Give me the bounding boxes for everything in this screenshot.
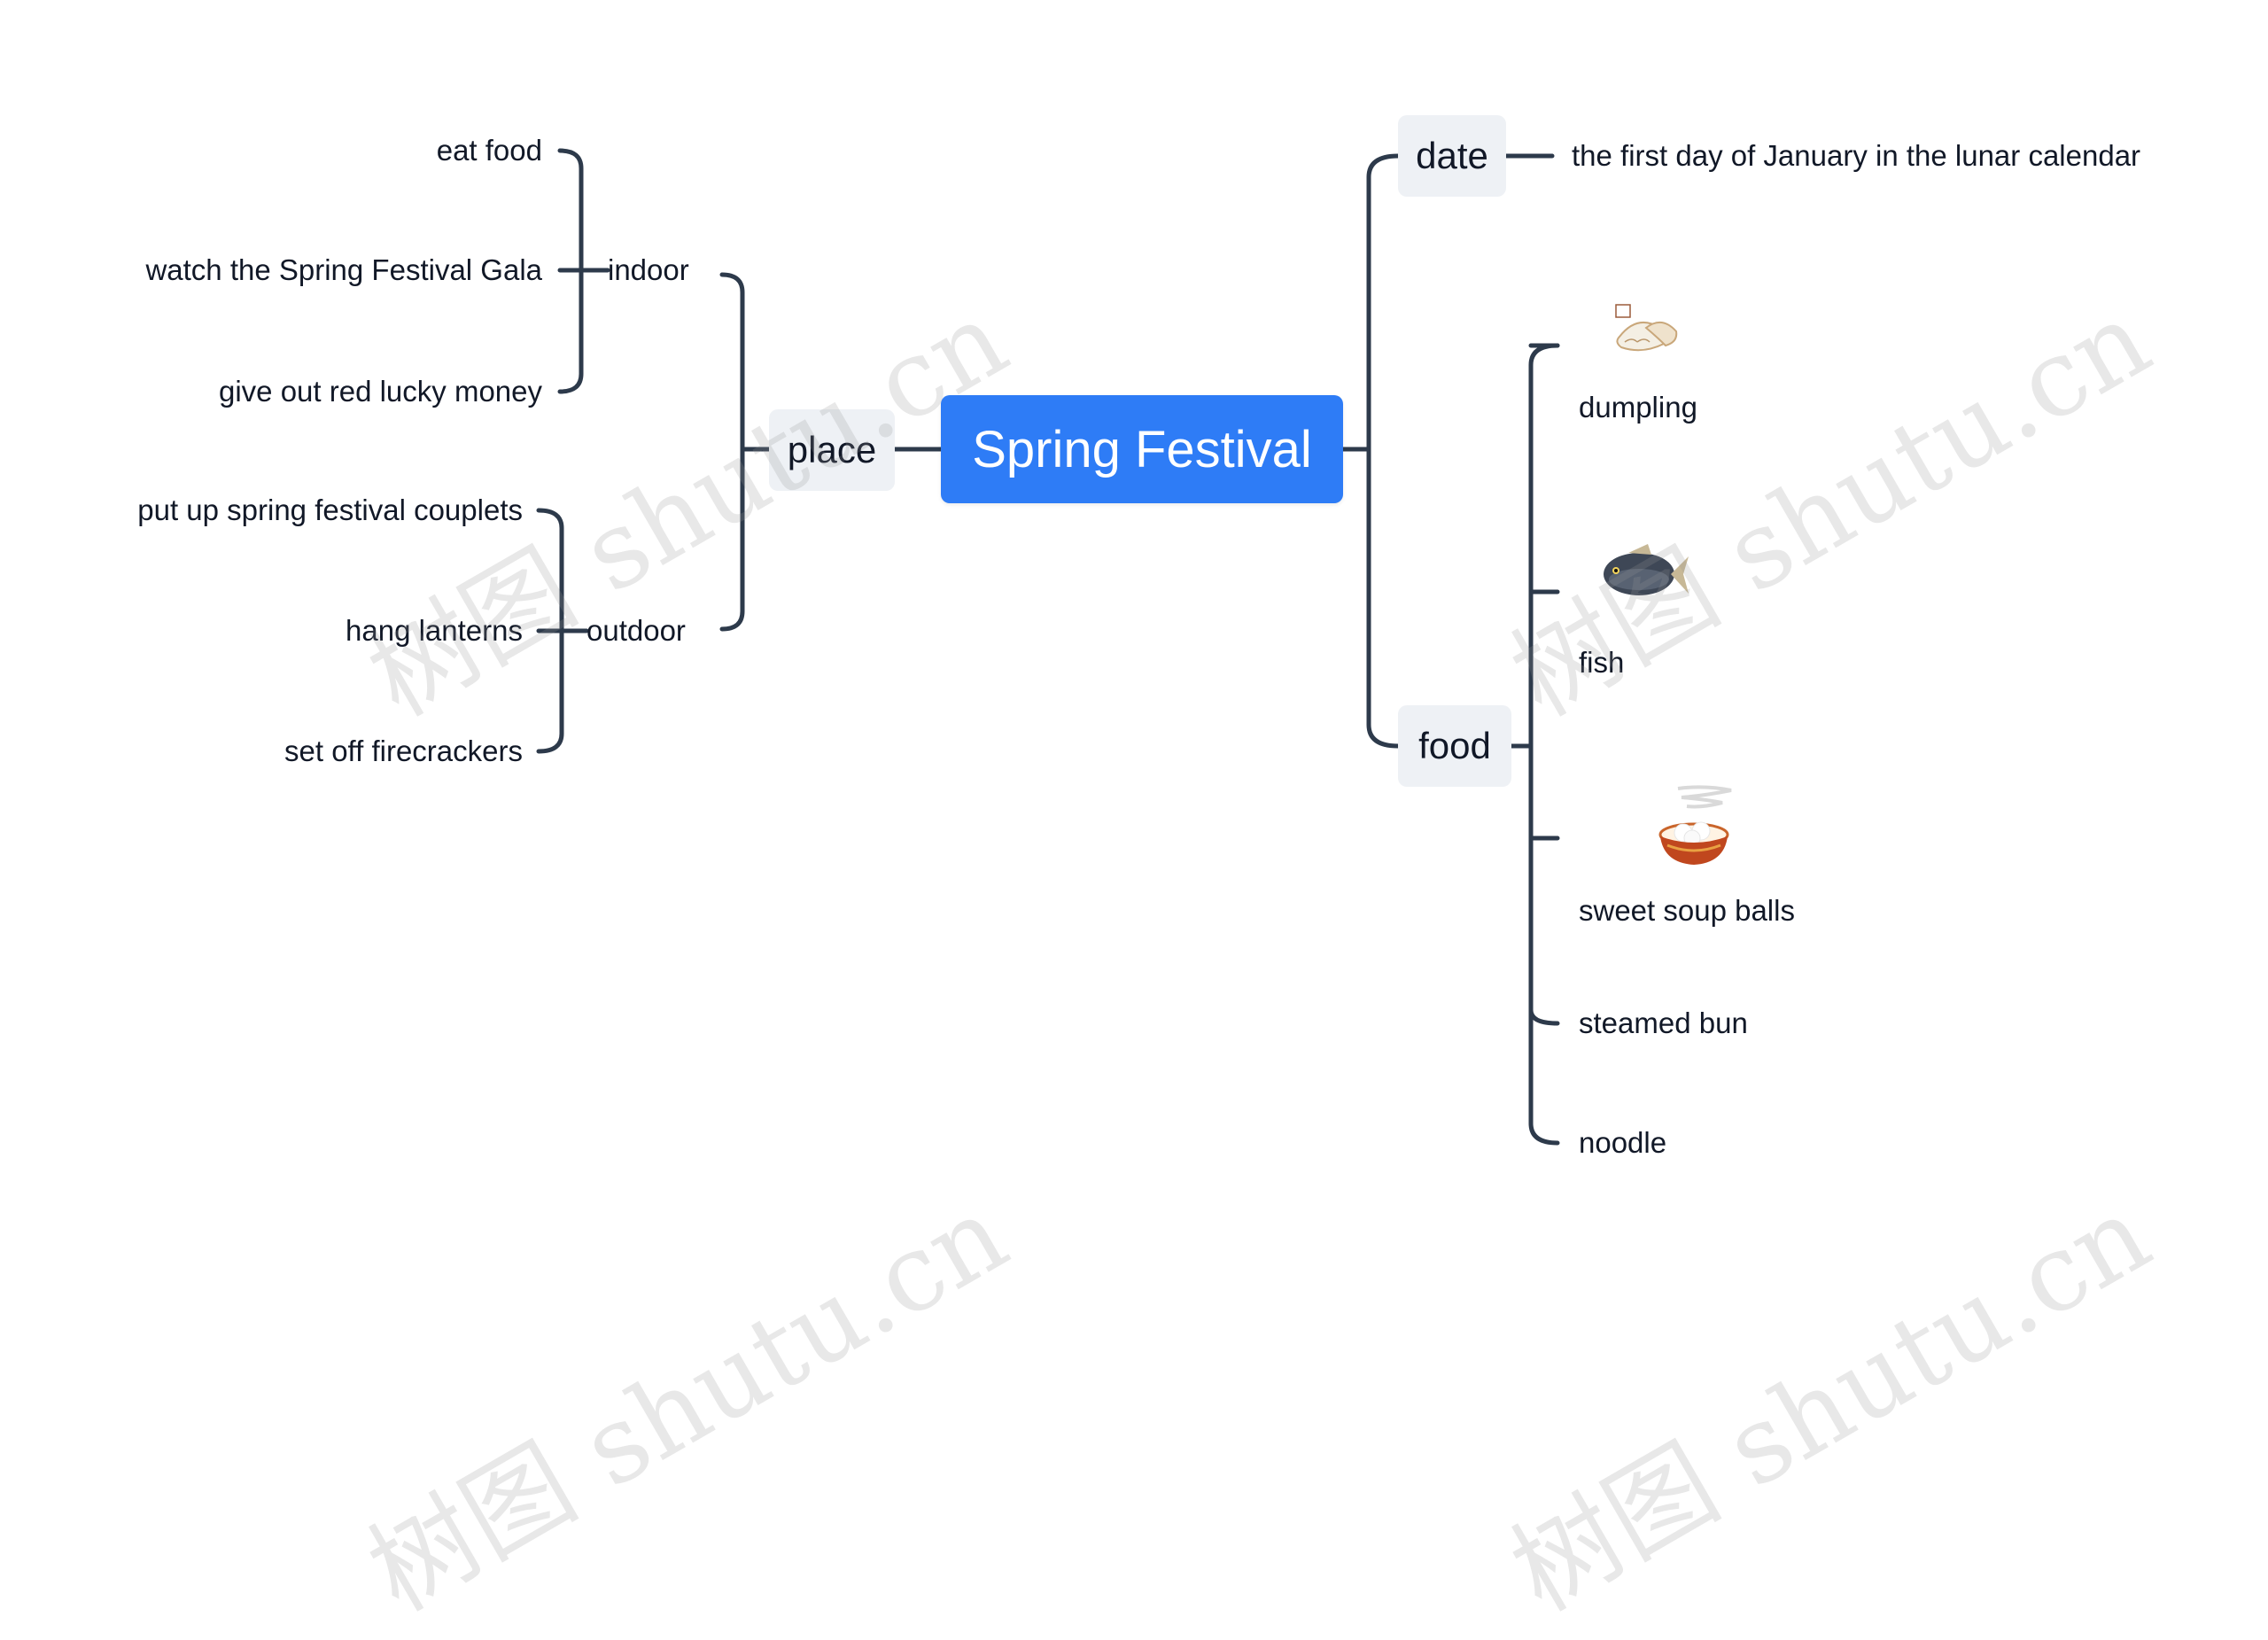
leaf-label: hang lanterns	[346, 614, 523, 647]
leaf-label: steamed bun	[1579, 1007, 1748, 1039]
leaf-food-dumpling[interactable]: dumpling	[1579, 390, 1697, 425]
branch-outdoor[interactable]: outdoor	[586, 613, 686, 649]
category-date-label: date	[1416, 135, 1488, 176]
leaf-food-sweet-soup-balls[interactable]: sweet soup balls	[1579, 893, 1795, 929]
leaf-food-fish[interactable]: fish	[1579, 645, 1624, 680]
leaf-indoor-3[interactable]: give out red lucky money	[219, 374, 542, 409]
leaf-label: dumpling	[1579, 391, 1697, 424]
leaf-label: give out red lucky money	[218, 375, 542, 408]
mind-map-canvas: Spring Festival place indoor outdoor eat…	[137, 115, 2170, 1635]
connector-food-bun	[1528, 1007, 1560, 1026]
category-date[interactable]: date	[1398, 115, 1506, 197]
branch-outdoor-label: outdoor	[586, 614, 686, 647]
category-food[interactable]: food	[1398, 705, 1511, 787]
leaf-outdoor-2[interactable]: hang lanterns	[346, 613, 523, 649]
category-place[interactable]: place	[769, 409, 895, 491]
leaf-indoor-1[interactable]: eat food	[437, 133, 542, 168]
branch-indoor-label: indoor	[608, 253, 689, 286]
leaf-label: noodle	[1579, 1126, 1667, 1159]
dumpling-icon	[1615, 304, 1678, 352]
branch-indoor[interactable]: indoor	[608, 253, 689, 288]
category-place-label: place	[787, 429, 877, 470]
leaf-date-1[interactable]: the first day of January in the lunar ca…	[1572, 138, 2140, 174]
category-food-label: food	[1418, 725, 1491, 766]
fish-icon	[1604, 544, 1689, 595]
root-label: Spring Festival	[972, 420, 1312, 478]
leaf-label: fish	[1579, 646, 1625, 679]
leaf-indoor-2[interactable]: watch the Spring Festival Gala	[145, 253, 542, 288]
leaf-label: sweet soup balls	[1579, 894, 1795, 927]
leaf-food-steamed-bun[interactable]: steamed bun	[1579, 1006, 1748, 1041]
connector-place-bracket	[719, 272, 745, 632]
connector-lines	[536, 148, 1560, 1146]
leaf-label: eat food	[436, 134, 542, 167]
leaf-label: put up spring festival couplets	[137, 494, 523, 526]
soup-bowl-icon	[1658, 785, 1732, 865]
connector-right-bracket	[1366, 153, 1401, 749]
leaf-label: watch the Spring Festival Gala	[145, 253, 542, 286]
root-node[interactable]: Spring Festival	[941, 395, 1343, 503]
leaf-label: the first day of January in the lunar ca…	[1572, 139, 2141, 172]
leaf-outdoor-3[interactable]: set off firecrackers	[284, 734, 523, 769]
leaf-food-noodle[interactable]: noodle	[1579, 1125, 1666, 1161]
leaf-label: set off firecrackers	[284, 735, 523, 767]
leaf-outdoor-1[interactable]: put up spring festival couplets	[137, 493, 523, 528]
